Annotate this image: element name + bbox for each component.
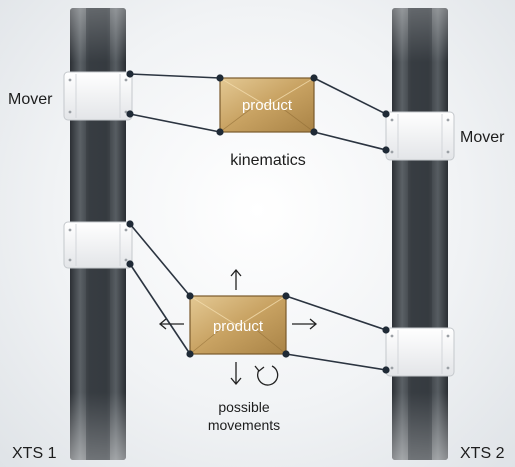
xts1-label: XTS 1: [12, 445, 57, 462]
xts-track-right: [392, 8, 448, 460]
left-arrow-icon: [158, 318, 184, 330]
product-box-bottom: product: [189, 295, 287, 355]
mover-right-bottom: [385, 327, 455, 377]
possible-label: possible: [218, 399, 270, 415]
product-label-top: product: [242, 97, 293, 114]
mover-left-bottom: [63, 221, 133, 269]
mover-label-left: Mover: [8, 91, 53, 108]
movements-label: movements: [208, 417, 280, 433]
rotate-arrow-icon: [254, 365, 279, 386]
product-label-bottom: product: [213, 318, 264, 335]
right-arrow-icon: [292, 318, 318, 330]
up-arrow-icon: [230, 268, 242, 290]
mover-label-right: Mover: [460, 129, 505, 146]
linkage-top: [129, 73, 387, 151]
kinematics-label: kinematics: [230, 152, 306, 169]
xts2-label: XTS 2: [460, 445, 505, 462]
joints: [126, 70, 390, 374]
down-arrow-icon: [230, 362, 242, 386]
mover-left-top: [63, 71, 133, 121]
linkage-bottom: [129, 223, 387, 371]
mover-right-top: [385, 111, 455, 161]
product-box-top: product: [219, 77, 315, 133]
